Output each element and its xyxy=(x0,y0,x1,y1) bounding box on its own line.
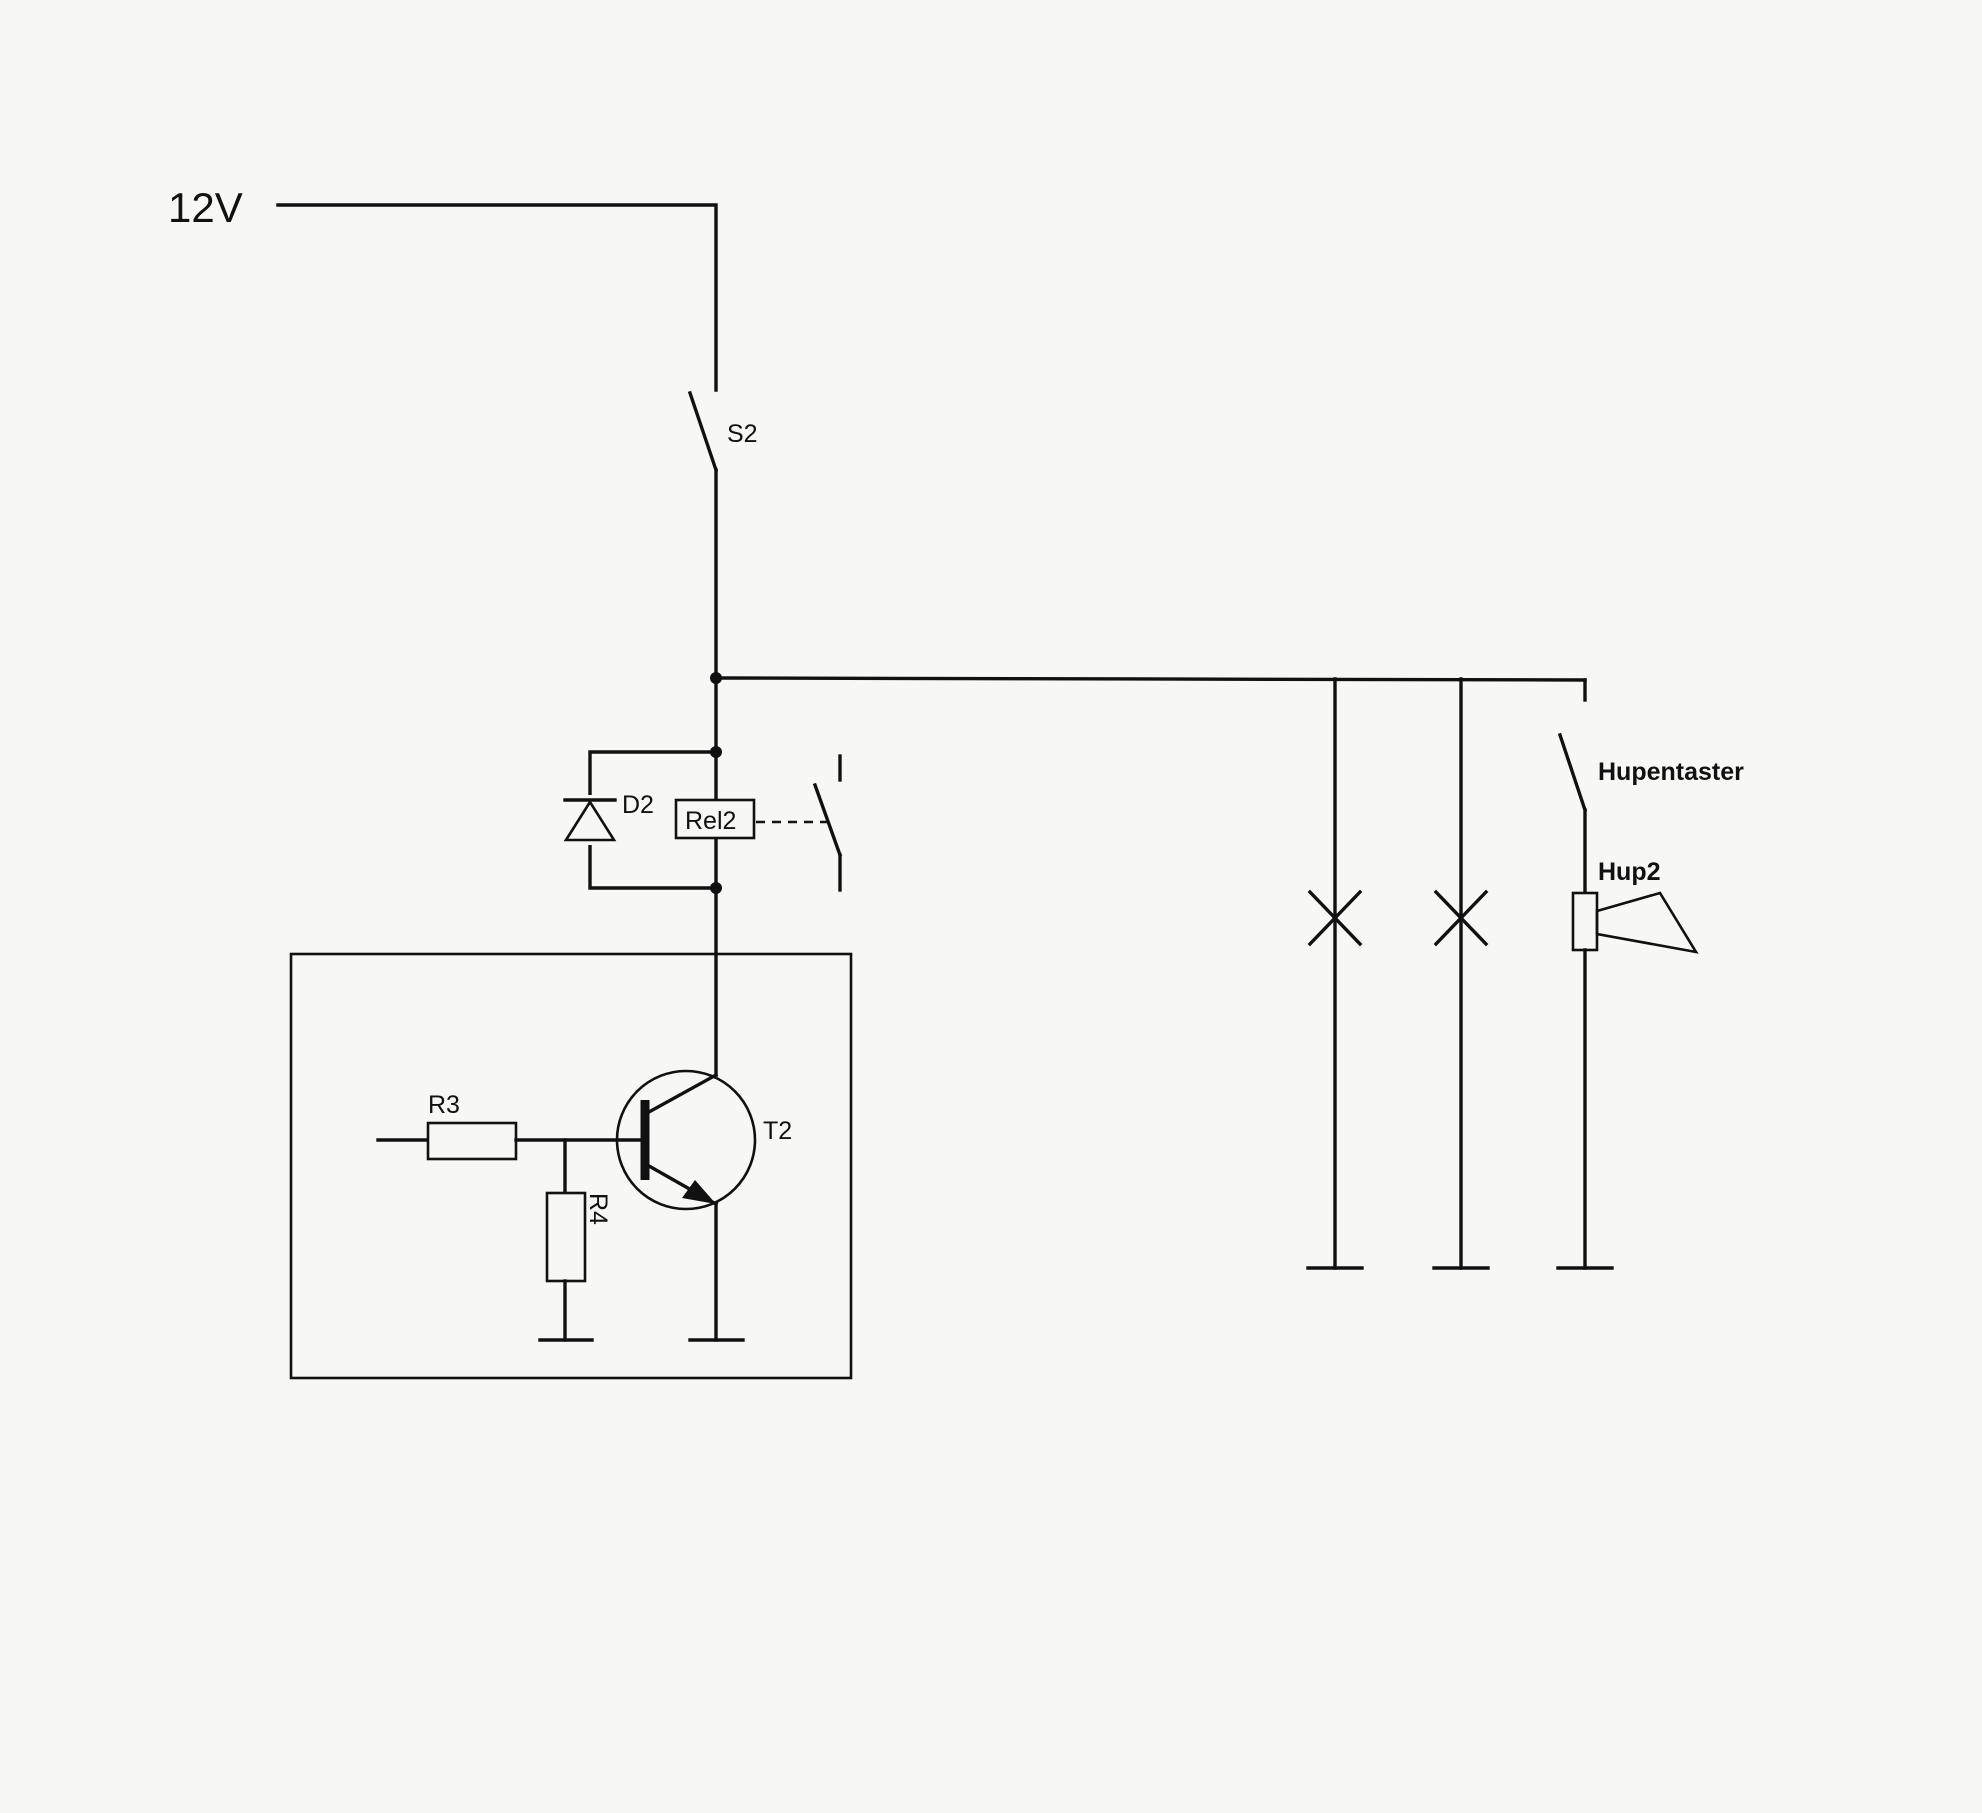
label-rel2: Rel2 xyxy=(685,807,736,835)
horn-hup2: Hup2 xyxy=(1571,858,1699,954)
main-bus xyxy=(710,672,1587,1077)
diode-d2: D2 xyxy=(563,791,654,845)
label-s2: S2 xyxy=(727,420,758,448)
relay-rel2: Rel2 xyxy=(674,798,756,840)
relay-contact xyxy=(756,754,843,892)
label-r4: R4 xyxy=(584,1193,612,1225)
emitter-arrow xyxy=(682,1180,716,1204)
lamp-2 xyxy=(1432,677,1490,1270)
label-hupentaster: Hupentaster xyxy=(1598,758,1744,786)
label-12v: 12V xyxy=(168,184,243,231)
label-t2: T2 xyxy=(763,1117,792,1145)
driver-module: R3 R4 T2 xyxy=(289,952,853,1380)
junction-node xyxy=(710,746,722,758)
label-r3: R3 xyxy=(428,1091,460,1119)
resistor-r3 xyxy=(426,1121,518,1161)
label-hup2: Hup2 xyxy=(1598,858,1661,886)
lamp-1 xyxy=(1306,677,1364,1270)
transistor-t2: T2 xyxy=(615,1069,792,1211)
relay-diode-block: D2 Rel2 xyxy=(563,746,843,894)
horn-icon xyxy=(1571,891,1599,952)
resistor-r4 xyxy=(545,1191,587,1283)
label-d2: D2 xyxy=(622,791,654,819)
supply-line: 12V xyxy=(168,184,718,392)
horn-button-switch: Hupentaster xyxy=(1557,732,1744,813)
horn-branch: Hupentaster Hup2 xyxy=(1556,678,1744,1270)
junction-node xyxy=(710,882,722,894)
switch-s2: S2 xyxy=(687,390,758,680)
